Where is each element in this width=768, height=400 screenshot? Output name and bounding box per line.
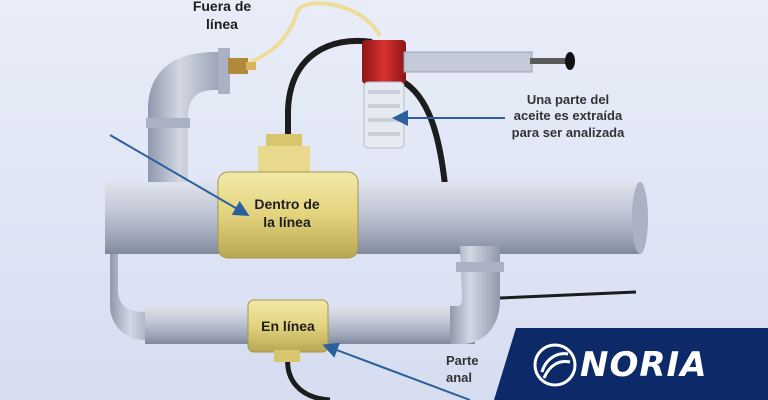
main-pipe bbox=[105, 182, 640, 254]
brand-banner: NORIA bbox=[494, 328, 768, 400]
noria-logo-icon bbox=[533, 343, 577, 387]
label-parte-del-aceite: Una parte del aceite es extraída para se… bbox=[511, 92, 625, 140]
inline-sensor bbox=[217, 134, 359, 259]
drain-cable bbox=[499, 290, 637, 300]
vacuum-pump bbox=[403, 51, 575, 73]
label-fuera-de-linea: Fuera de línea bbox=[192, 0, 252, 32]
offline-valve bbox=[228, 58, 256, 74]
sample-hose-right bbox=[398, 77, 448, 186]
elbow-flange-top bbox=[218, 48, 230, 94]
brand-name: NORIA bbox=[580, 345, 708, 385]
main-pipe-end bbox=[632, 182, 648, 254]
label-dentro-de-la-linea: Dentro de la línea bbox=[254, 196, 320, 230]
sample-bottle bbox=[362, 40, 406, 149]
arrow-dentro bbox=[109, 134, 250, 217]
label-en-linea: En línea bbox=[261, 318, 315, 334]
sample-hose-left bbox=[285, 38, 373, 140]
upper-elbow-flange bbox=[146, 118, 190, 128]
arrow-enlinea bbox=[322, 342, 471, 400]
offline-tube bbox=[249, 1, 382, 64]
bypass-flange-right bbox=[456, 262, 504, 272]
label-parte-partial: Parte anal bbox=[446, 353, 479, 385]
online-sensor bbox=[247, 299, 329, 362]
bypass-elbow-right bbox=[450, 246, 500, 344]
